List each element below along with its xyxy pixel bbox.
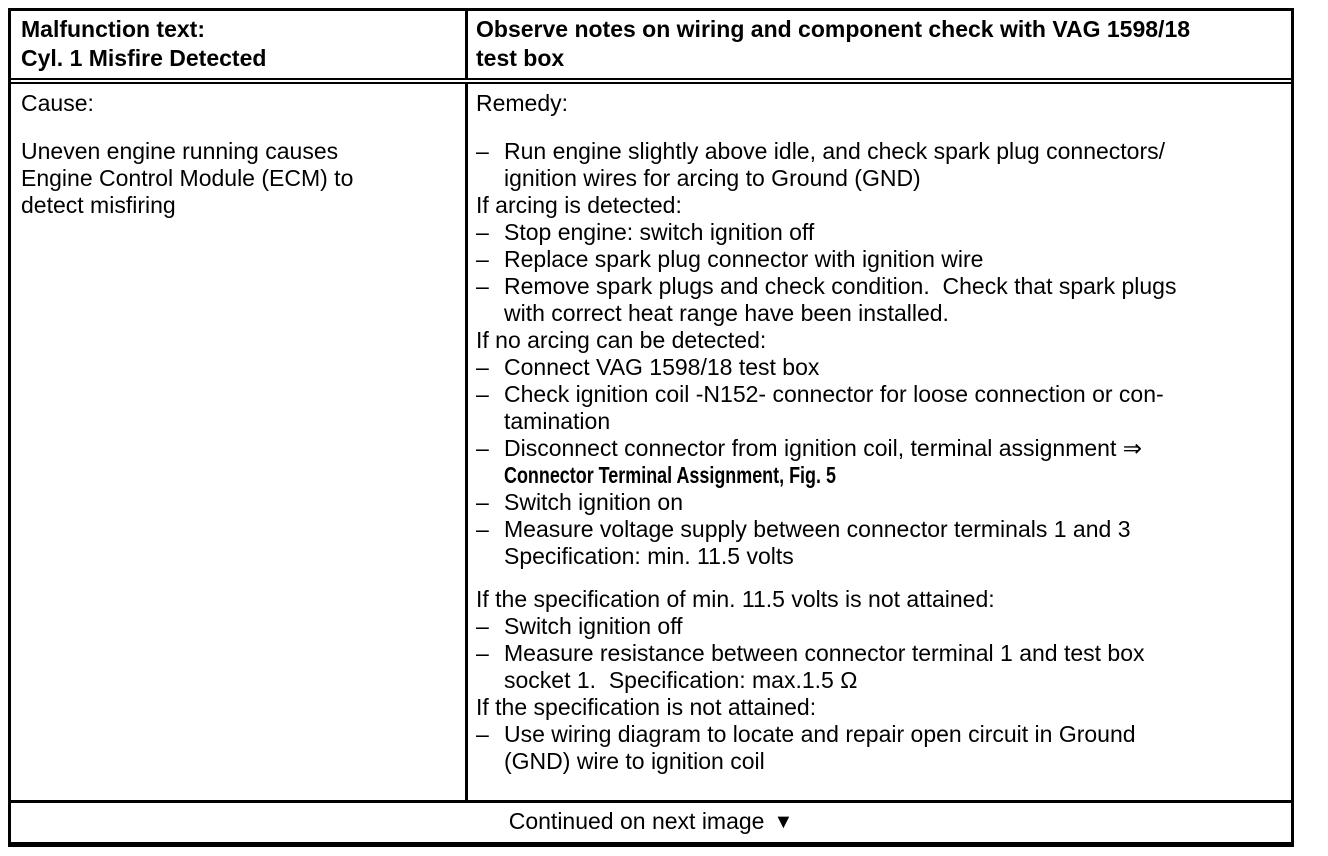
remedy-condition: If the specification of min. 11.5 volts … [476, 586, 1277, 613]
fault-table: Malfunction text: Cyl. 1 Misfire Detecte… [8, 8, 1294, 847]
continue-arrow-icon: ▼ [773, 811, 794, 833]
continued-row: Continued on next image ▼ [11, 800, 1291, 842]
remedy-condition: If no arcing can be detected: [476, 327, 1277, 354]
table-body-row: Cause: Uneven engine running causes Engi… [11, 84, 1291, 800]
remedy-step-text: Stop engine: switch ignition off [504, 219, 815, 245]
cause-text: Uneven engine running causes Engine Cont… [21, 138, 354, 218]
remedy-step: –Measure resistance between connector te… [476, 640, 1277, 694]
remedy-step-text: Replace spark plug connector with igniti… [504, 246, 984, 272]
remedy-step-text: Check ignition coil -N152- connector for… [504, 381, 1164, 434]
remedy-step: –Stop engine: switch ignition off [476, 219, 1277, 246]
remedy-step-text: Remove spark plugs and check condition. … [504, 273, 1177, 326]
remedy-step-text: Run engine slightly above idle, and chec… [504, 138, 1166, 191]
dash-bullet: – [476, 489, 489, 515]
remedy-step: –Switch ignition off [476, 613, 1277, 640]
remedy-step: –Run engine slightly above idle, and che… [476, 138, 1277, 192]
dash-bullet: – [476, 721, 489, 747]
remedy-condition-text: If the specification of min. 11.5 volts … [476, 586, 995, 612]
remedy-condition-text: If no arcing can be detected: [476, 327, 767, 353]
remedy-label: Remedy: [476, 90, 569, 116]
remedy-condition: If arcing is detected: [476, 192, 1277, 219]
remedy-step: –Measure voltage supply between connecto… [476, 516, 1277, 570]
dash-bullet: – [476, 613, 489, 639]
remedy-step-text: Switch ignition off [504, 613, 683, 639]
remedy-step: –Switch ignition on [476, 489, 1277, 516]
remedy-step: –Replace spark plug connector with ignit… [476, 246, 1277, 273]
remedy-step-text: Use wiring diagram to locate and repair … [504, 721, 1136, 774]
cause-cell: Cause: Uneven engine running causes Engi… [11, 84, 468, 800]
remedy-cell: Remedy: –Run engine slightly above idle,… [468, 84, 1291, 800]
remedy-step-text: Measure resistance between connector ter… [504, 640, 1145, 693]
dash-bullet: – [476, 138, 489, 164]
remedy-step: –Disconnect connector from ignition coil… [476, 435, 1277, 489]
dash-bullet: – [476, 435, 489, 461]
cross-reference: Connector Terminal Assignment, Fig. 5 [504, 462, 836, 488]
remedy-items: –Run engine slightly above idle, and che… [476, 138, 1277, 775]
remedy-condition: If the specification is not attained: [476, 694, 1277, 721]
cause-label: Cause: [21, 90, 94, 116]
remedy-step: –Check ignition coil -N152- connector fo… [476, 381, 1277, 435]
dash-bullet: – [476, 516, 489, 542]
dash-bullet: – [476, 273, 489, 299]
dash-bullet: – [476, 640, 489, 666]
malfunction-header-cell: Malfunction text: Cyl. 1 Misfire Detecte… [11, 11, 468, 78]
notes-header-cell: Observe notes on wiring and component ch… [476, 16, 1191, 71]
remedy-step: –Connect VAG 1598/18 test box [476, 354, 1277, 381]
remedy-condition-text: If the specification is not attained: [476, 694, 817, 720]
remedy-step-text: Switch ignition on [504, 489, 683, 515]
dash-bullet: – [476, 246, 489, 272]
table-header-row: Malfunction text: Cyl. 1 Misfire Detecte… [11, 11, 1291, 84]
remedy-step-text: Disconnect connector from ignition coil,… [504, 435, 1142, 461]
remedy-step: –Use wiring diagram to locate and repair… [476, 721, 1277, 775]
dash-bullet: – [476, 381, 489, 407]
remedy-condition-text: If arcing is detected: [476, 192, 682, 218]
remedy-step-text: Measure voltage supply between connector… [504, 516, 1131, 569]
remedy-step-text: Connect VAG 1598/18 test box [504, 354, 820, 380]
continued-text: Continued on next image [508, 808, 765, 834]
dash-bullet: – [476, 354, 489, 380]
remedy-step: –Remove spark plugs and check condition.… [476, 273, 1277, 327]
dash-bullet: – [476, 219, 489, 245]
